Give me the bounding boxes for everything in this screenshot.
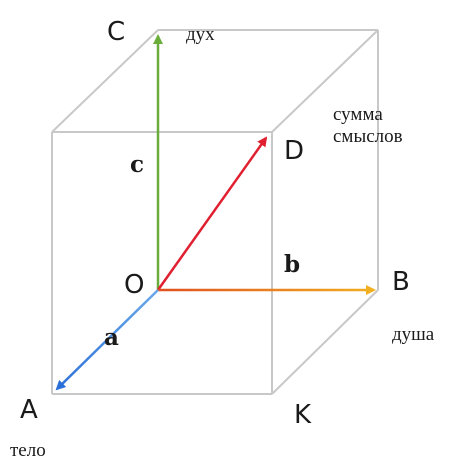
point-label-d: D	[284, 136, 305, 166]
annotation-sum-of-meanings: сумма смыслов	[333, 104, 403, 148]
vector-d-arrow	[156, 136, 268, 291]
point-label-a: A	[20, 395, 38, 425]
vector-label-a: a	[104, 324, 119, 351]
cube-edges	[51, 29, 379, 395]
point-label-k: K	[294, 400, 312, 430]
edge	[51, 29, 159, 133]
point-label-o: O	[124, 270, 145, 300]
vector-label-c: c	[130, 151, 145, 178]
annotation-body: тело	[10, 440, 46, 461]
point-label-c: C	[107, 17, 126, 47]
point-label-b: B	[392, 267, 410, 297]
edge	[271, 29, 379, 133]
annotation-soul: душа	[392, 324, 435, 345]
vector-label-b: b	[284, 251, 301, 278]
annotation-sum-line1: сумма	[333, 104, 383, 125]
annotation-spirit: дух	[186, 24, 215, 45]
vector-a-arrow	[55, 289, 159, 391]
edge	[271, 289, 379, 395]
annotation-sum-line2: смыслов	[333, 125, 403, 147]
